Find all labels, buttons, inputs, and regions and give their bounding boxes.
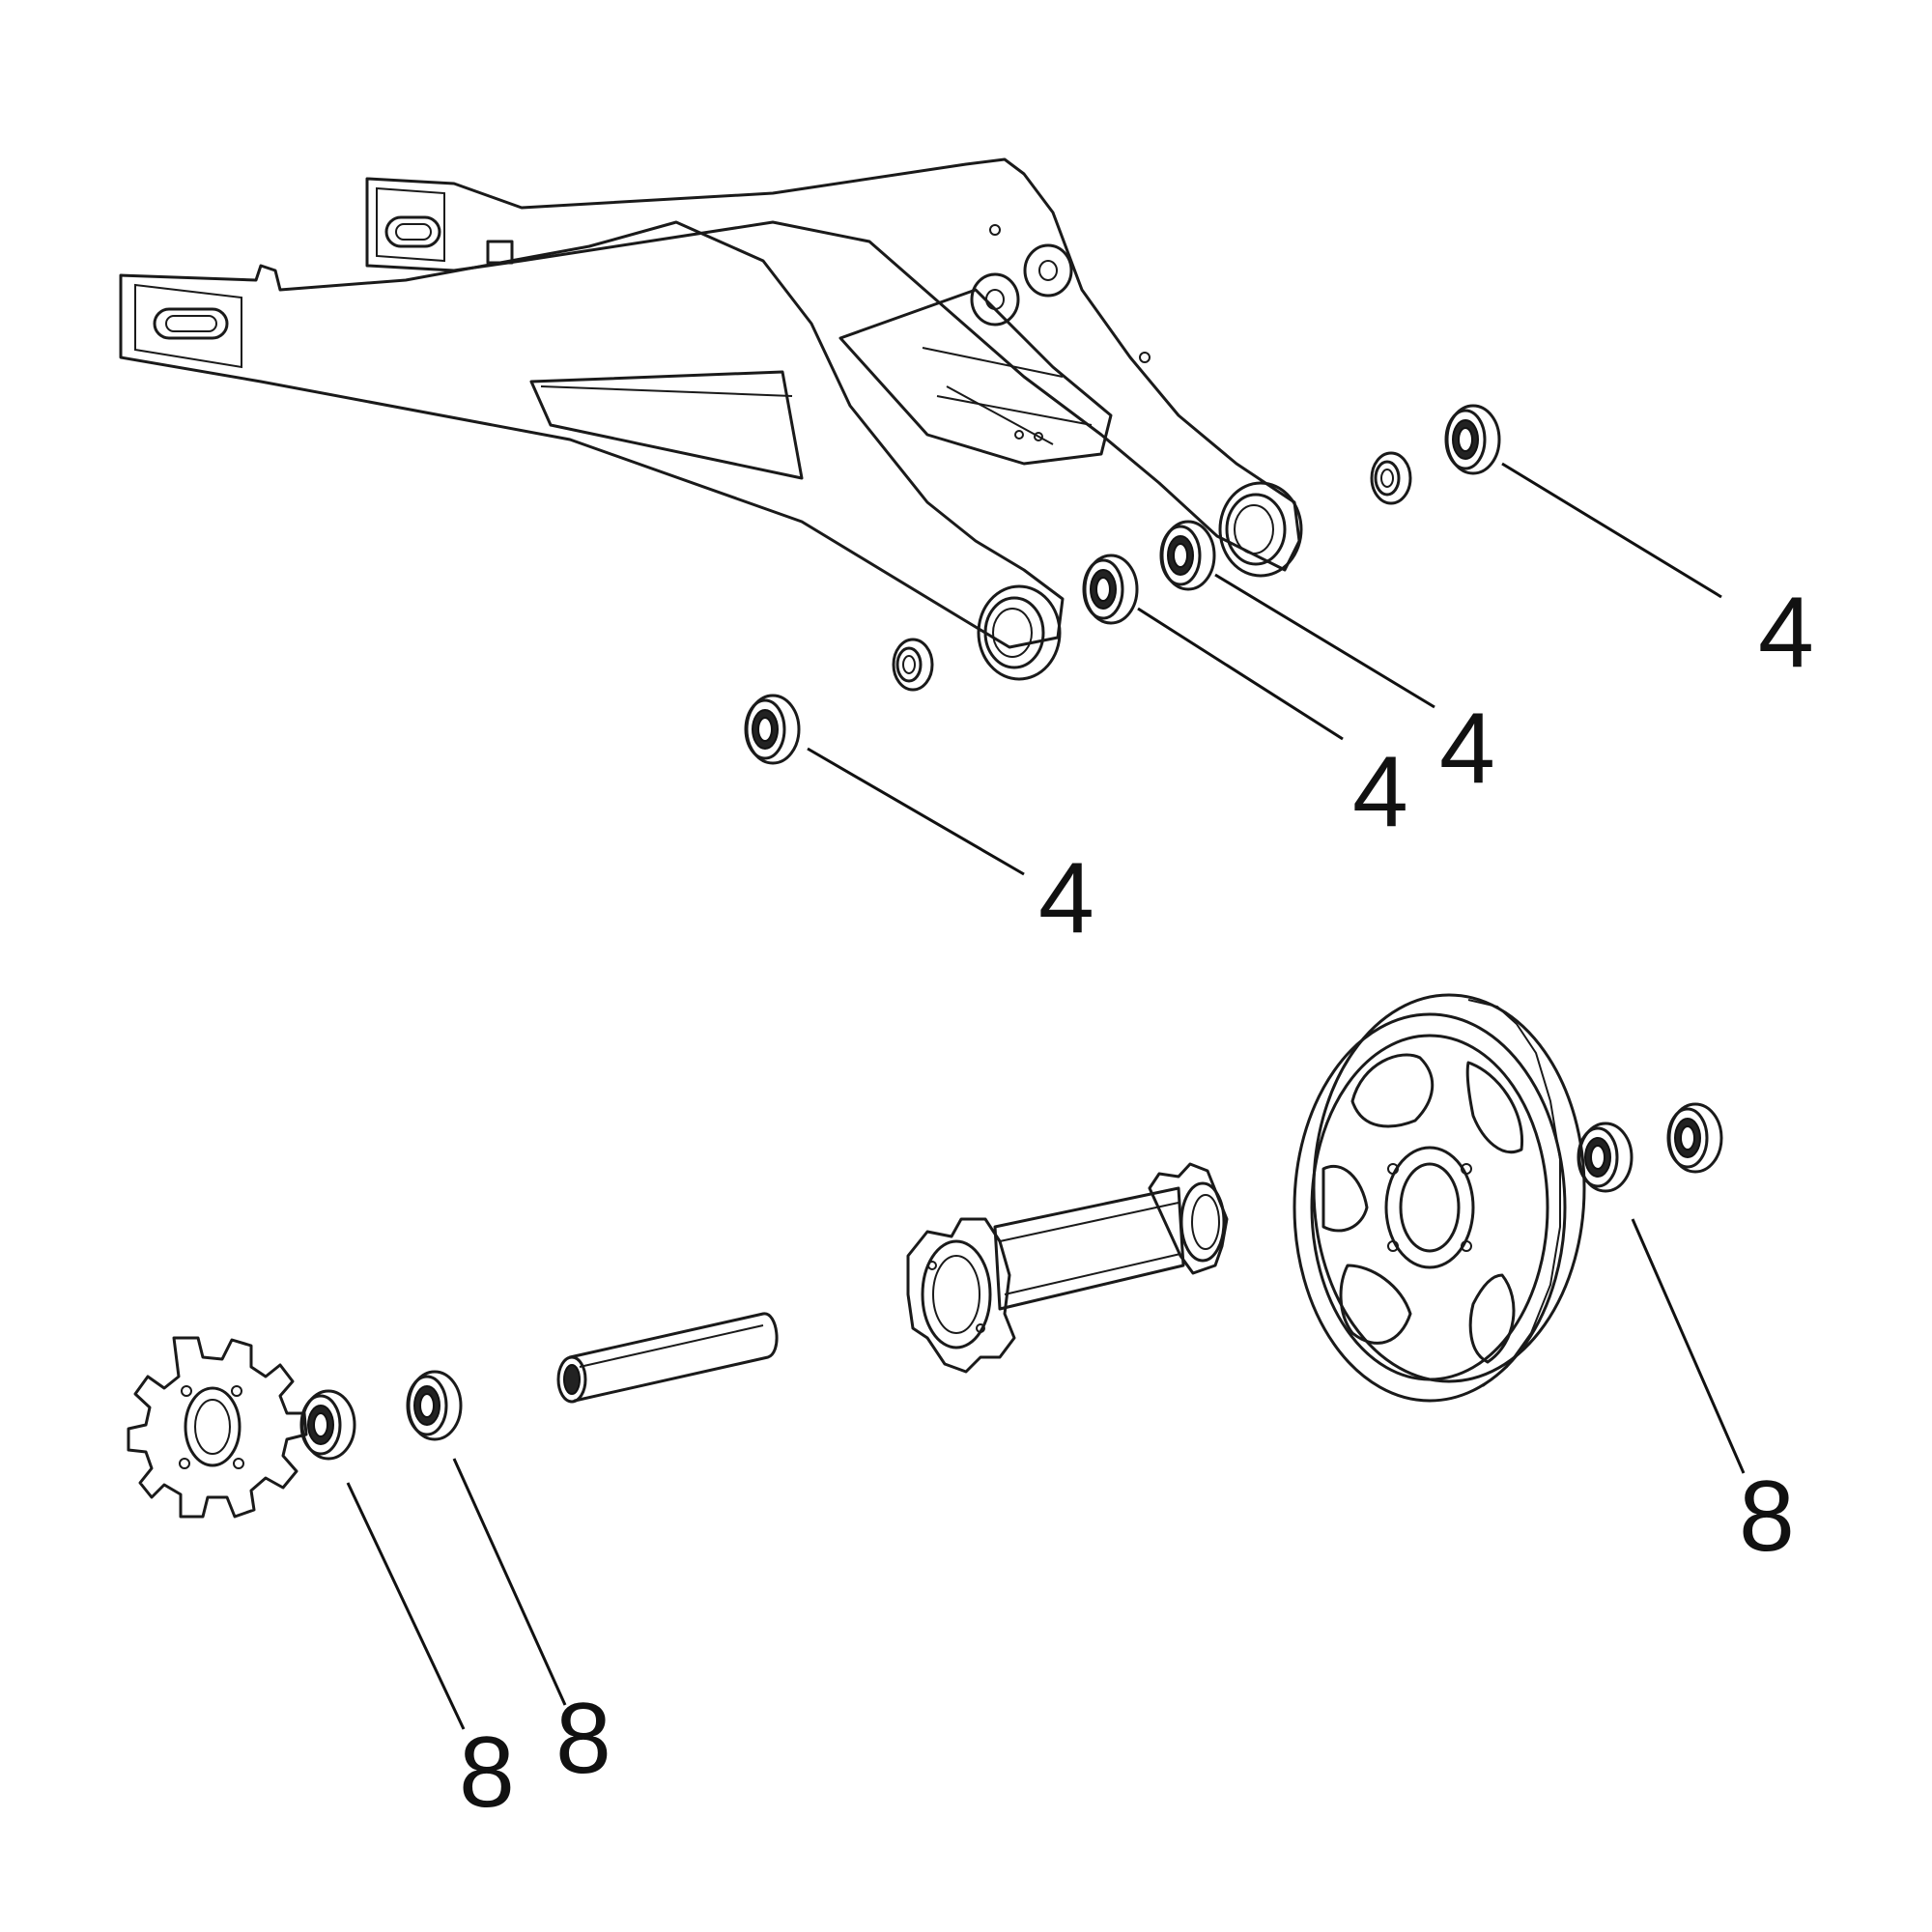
pivot-washer-2 [1370, 451, 1412, 505]
leader-lines [346, 462, 1746, 1730]
callout-label: 4 [1038, 842, 1094, 954]
axle-spacer [556, 1312, 779, 1404]
wheel-hub [906, 1162, 1229, 1374]
callout-label: 8 [459, 1717, 515, 1829]
pivot-bearing-4 [1444, 404, 1501, 475]
sprocket-bearing-2 [406, 1370, 463, 1441]
callout-label: 4 [1439, 693, 1495, 805]
pivot-washer-1 [892, 638, 934, 692]
callout-label: 4 [1352, 736, 1408, 848]
pivot-bearing-1 [744, 694, 801, 765]
swingarm [119, 157, 1303, 681]
drive-pulley [1293, 993, 1586, 1403]
hub-bearing-1 [1577, 1122, 1634, 1193]
callout-label: 4 [1758, 577, 1814, 689]
callout-label: 8 [1739, 1461, 1795, 1573]
sprocket-bearing-1 [299, 1389, 356, 1461]
callout-label: 8 [555, 1683, 611, 1795]
hub-bearing-2 [1666, 1102, 1723, 1174]
drive-sprocket [127, 1336, 308, 1519]
pivot-bearing-2 [1082, 554, 1139, 625]
pivot-bearing-3 [1159, 520, 1216, 591]
